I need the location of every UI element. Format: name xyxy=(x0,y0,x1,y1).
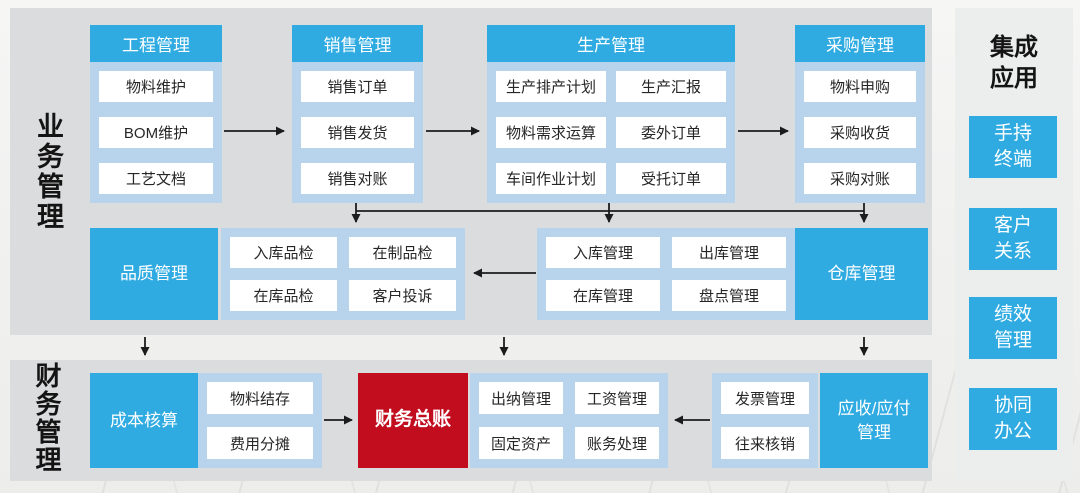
item-expense-allocation: 费用分摊 xyxy=(207,427,313,459)
warehouse-items: 入库管理 出库管理 在库管理 盘点管理 xyxy=(537,228,795,320)
receivable-items-module: 发票管理 往来核销 xyxy=(712,373,818,468)
item-outsourcing-order: 委外订单 xyxy=(616,117,726,148)
app-performance-management: 绩效 管理 xyxy=(969,297,1057,359)
item-sales-shipment: 销售发货 xyxy=(301,117,414,148)
quality-items-module: 入库品检 在制品检 在库品检 客户投诉 xyxy=(221,228,465,320)
item-stock-management: 在库管理 xyxy=(546,280,660,311)
item-cashier-management: 出纳管理 xyxy=(479,382,563,414)
item-material-balance: 物料结存 xyxy=(207,382,313,414)
sales-module: 销售管理 销售订单 销售发货 销售对账 xyxy=(292,25,423,203)
item-incoming-inspection: 入库品检 xyxy=(230,237,337,268)
production-items: 生产排产计划 生产汇报 物料需求运算 委外订单 车间作业计划 受托订单 xyxy=(487,62,735,203)
sales-header: 销售管理 xyxy=(292,25,423,62)
procurement-module: 采购管理 物料申购 采购收货 采购对账 xyxy=(795,25,925,203)
procurement-header: 采购管理 xyxy=(795,25,925,62)
item-material-maintenance: 物料维护 xyxy=(99,71,213,102)
warehouse-items-module: 入库管理 出库管理 在库管理 盘点管理 xyxy=(537,228,795,320)
item-customer-complaint: 客户投诉 xyxy=(349,280,456,311)
item-fixed-assets: 固定资产 xyxy=(479,427,563,459)
warehouse-management-box: 仓库管理 xyxy=(795,228,928,320)
integration-title: 集成 应用 xyxy=(990,34,1038,92)
quality-management-box: 品质管理 xyxy=(90,228,218,320)
item-outbound-management: 出库管理 xyxy=(672,237,786,268)
item-payroll-management: 工资管理 xyxy=(575,382,659,414)
business-section-label: 业务管理 xyxy=(33,112,63,232)
item-stocktaking-management: 盘点管理 xyxy=(672,280,786,311)
quality-items: 入库品检 在制品检 在库品检 客户投诉 xyxy=(221,228,465,320)
item-stock-inspection: 在库品检 xyxy=(230,280,337,311)
sales-items: 销售订单 销售发货 销售对账 xyxy=(292,62,423,203)
item-inbound-management: 入库管理 xyxy=(546,237,660,268)
app-collaborative-office: 协同 办公 xyxy=(969,388,1057,450)
ledger-items: 出纳管理 工资管理 固定资产 账务处理 xyxy=(470,373,668,468)
item-purchase-receiving: 采购收货 xyxy=(804,117,916,148)
item-sales-order: 销售订单 xyxy=(301,71,414,102)
engineering-items: 物料维护 BOM维护 工艺文档 xyxy=(90,62,222,203)
cost-items-module: 物料结存 费用分摊 xyxy=(198,373,322,468)
item-sales-reconciliation: 销售对账 xyxy=(301,163,414,194)
cost-items: 物料结存 费用分摊 xyxy=(198,373,322,468)
item-consignment-order: 受托订单 xyxy=(616,163,726,194)
engineering-module: 工程管理 物料维护 BOM维护 工艺文档 xyxy=(90,25,222,203)
app-customer-relations: 客户 关系 xyxy=(969,208,1057,270)
ar-ap-management-box: 应收/应付 管理 xyxy=(820,373,928,468)
item-mrp-calculation: 物料需求运算 xyxy=(496,117,606,148)
item-production-scheduling: 生产排产计划 xyxy=(496,71,606,102)
item-process-document: 工艺文档 xyxy=(99,163,213,194)
procurement-items: 物料申购 采购收货 采购对账 xyxy=(795,62,925,203)
item-transaction-writeoff: 往来核销 xyxy=(721,427,809,459)
item-purchase-reconciliation: 采购对账 xyxy=(804,163,916,194)
general-ledger-box: 财务总账 xyxy=(358,373,468,468)
app-handheld-terminal: 手持 终端 xyxy=(969,116,1057,178)
ledger-items-module: 出纳管理 工资管理 固定资产 账务处理 xyxy=(470,373,668,468)
item-accounting-processing: 账务处理 xyxy=(575,427,659,459)
item-material-requisition: 物料申购 xyxy=(804,71,916,102)
cost-accounting-box: 成本核算 xyxy=(90,373,198,468)
item-bom-maintenance: BOM维护 xyxy=(99,117,213,148)
production-module: 生产管理 生产排产计划 生产汇报 物料需求运算 委外订单 车间作业计划 受托订单 xyxy=(487,25,735,203)
receivable-items: 发票管理 往来核销 xyxy=(712,373,818,468)
item-workshop-plan: 车间作业计划 xyxy=(496,163,606,194)
engineering-header: 工程管理 xyxy=(90,25,222,62)
item-production-report: 生产汇报 xyxy=(616,71,726,102)
item-invoice-management: 发票管理 xyxy=(721,382,809,414)
item-inprocess-inspection: 在制品检 xyxy=(349,237,456,268)
finance-section-label: 财务管理 xyxy=(32,362,62,474)
production-header: 生产管理 xyxy=(487,25,735,62)
